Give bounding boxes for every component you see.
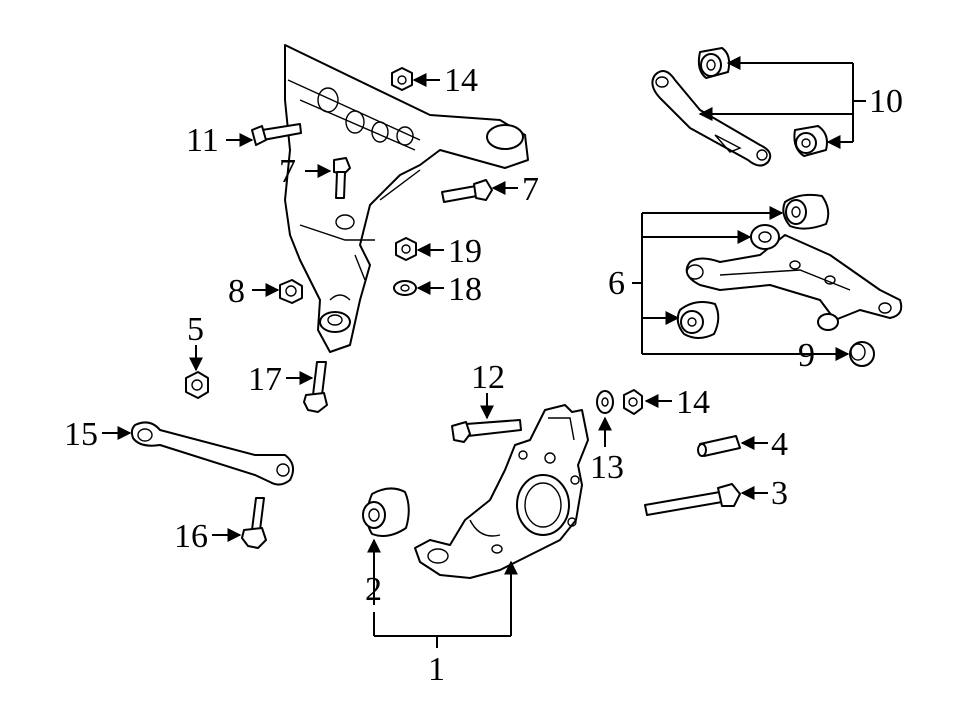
callout-1: 1 [428, 651, 445, 688]
callout-12: 12 [471, 359, 505, 396]
bolt-16 [241, 497, 267, 549]
subframe-crossmember [284, 44, 529, 353]
nut-14-right [623, 389, 643, 415]
callout-4: 4 [771, 426, 788, 463]
callout-7-upper: 7 [279, 153, 296, 190]
callout-9: 9 [798, 337, 815, 374]
callout-14-top: 14 [444, 62, 478, 99]
lower-control-arm [676, 193, 903, 339]
callout-17: 17 [248, 361, 282, 398]
washer-18 [393, 280, 417, 296]
callout-8: 8 [228, 273, 245, 310]
nut-5 [185, 371, 209, 399]
callout-2: 2 [365, 571, 382, 608]
nut-8 [279, 279, 303, 304]
bushing-2 [362, 487, 410, 537]
bolt-7-horizontal [441, 179, 493, 203]
leader-lines [102, 56, 866, 648]
callout-labels: 1 2 3 4 5 6 7 7 8 9 10 11 12 13 14 14 15… [64, 62, 903, 688]
bolt-7-vertical [333, 157, 351, 199]
callout-13: 13 [590, 449, 624, 486]
cap-9 [849, 341, 875, 367]
callout-11: 11 [186, 122, 219, 159]
bolt-3 [644, 483, 741, 516]
callout-14-right: 14 [676, 384, 710, 421]
upper-control-arm-link [651, 47, 828, 167]
nut-19 [395, 237, 417, 261]
washer-13 [596, 390, 614, 414]
callout-15: 15 [64, 416, 98, 453]
bolt-17 [303, 361, 328, 413]
callout-6: 6 [608, 265, 625, 302]
callout-10: 10 [869, 83, 903, 120]
sleeve-4 [697, 435, 741, 457]
lower-link-15 [130, 421, 295, 486]
bolt-12 [451, 419, 522, 443]
callout-16: 16 [174, 518, 208, 555]
callout-18: 18 [448, 271, 482, 308]
callout-5: 5 [187, 311, 204, 348]
knuckle-1-highlighted [414, 404, 589, 579]
callout-7-right: 7 [522, 171, 539, 208]
nut-14-top [391, 67, 413, 91]
callout-19: 19 [448, 233, 482, 270]
callout-3: 3 [771, 475, 788, 512]
bolt-11 [251, 123, 302, 146]
